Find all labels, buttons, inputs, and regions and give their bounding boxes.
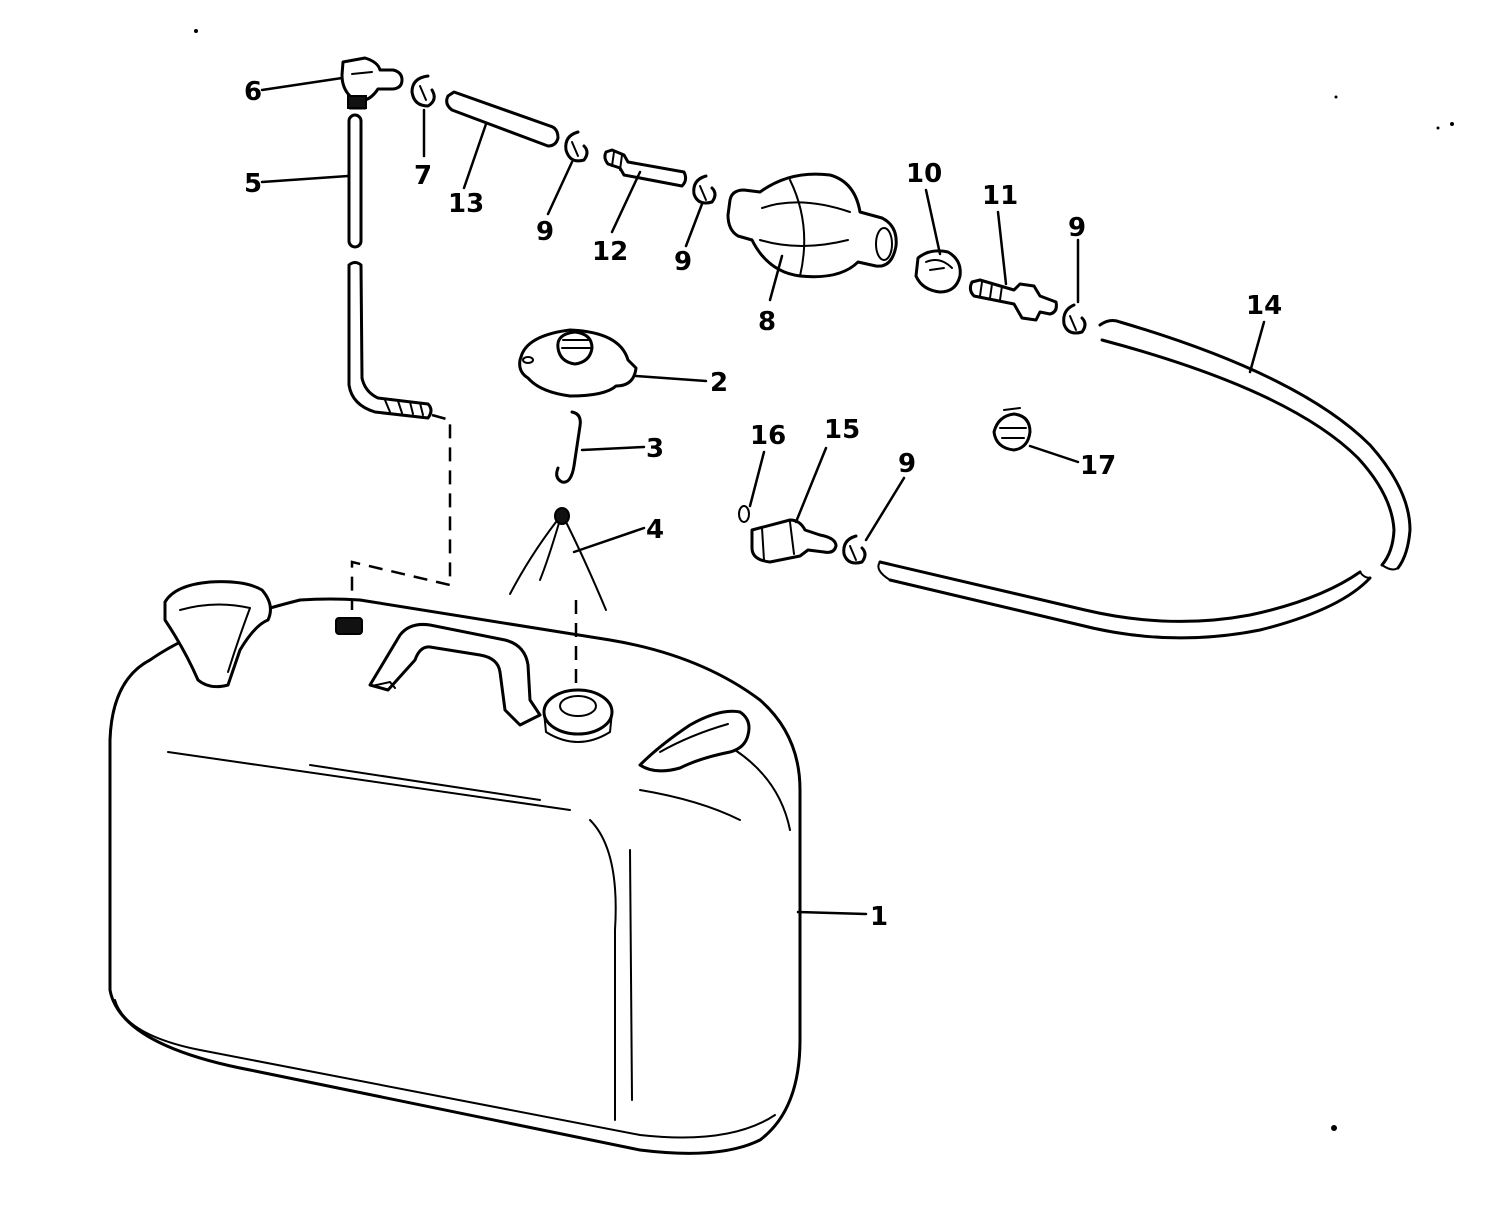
callout-9d: 9 — [898, 449, 916, 479]
tank-left-handle — [163, 580, 272, 689]
vent-tube-lower — [347, 261, 433, 420]
callout-8: 8 — [758, 307, 776, 337]
vent-assembly-dashline — [350, 413, 452, 610]
filler-cap — [518, 328, 638, 398]
callout-9c: 9 — [1068, 213, 1086, 243]
callout-13: 13 — [448, 189, 484, 219]
tank-connector-fitting — [968, 278, 1058, 322]
hose-clamp-9b — [692, 174, 717, 205]
callout-9b: 9 — [674, 247, 692, 277]
callout-7: 7 — [414, 161, 432, 191]
fuel-line-hose — [877, 319, 1412, 640]
vent-tube-upper — [347, 113, 363, 249]
callout-12: 12 — [592, 237, 628, 267]
fuel-hose-short — [445, 90, 560, 148]
tank-carry-handle — [368, 623, 542, 727]
callout-11: 11 — [982, 181, 1018, 211]
tank-vent-fitting — [335, 617, 363, 635]
hose-clamp-7 — [410, 74, 436, 108]
callout-17: 17 — [1080, 451, 1116, 481]
callout-5: 5 — [244, 169, 262, 199]
hose-clamp-9d — [842, 534, 867, 565]
callout-1: 1 — [870, 902, 888, 932]
callout-16: 16 — [750, 421, 786, 451]
callout-9a: 9 — [536, 217, 554, 247]
callout-2: 2 — [710, 368, 728, 398]
callout-10: 10 — [906, 159, 942, 189]
callout-4: 4 — [646, 515, 664, 545]
fuel-tank — [108, 597, 802, 1155]
callout-3: 3 — [646, 434, 664, 464]
callout-15: 15 — [824, 415, 860, 445]
scan-specks — [194, 29, 1454, 1131]
hose-clamp-9c — [1062, 303, 1087, 335]
primer-bulb — [726, 172, 898, 279]
hose-clamp-9a — [564, 130, 589, 163]
screw-clamp-10 — [914, 249, 962, 294]
spring-clamp-17 — [992, 407, 1032, 452]
cap-chain-hook — [555, 410, 582, 484]
engine-connector-15 — [750, 518, 838, 564]
o-ring-16 — [738, 505, 750, 523]
vent-elbow-fitting — [340, 56, 404, 110]
callout-labels: 1 2 3 4 5 6 7 8 9 9 9 9 10 11 12 13 14 1… — [244, 77, 1282, 932]
hose-connector — [603, 148, 688, 188]
callout-14: 14 — [1246, 291, 1282, 321]
callout-6: 6 — [244, 77, 262, 107]
leader-lines — [260, 76, 1266, 916]
cap-retainer — [509, 507, 607, 611]
tank-filler-neck — [542, 688, 614, 743]
tank-right-handle — [638, 709, 751, 773]
